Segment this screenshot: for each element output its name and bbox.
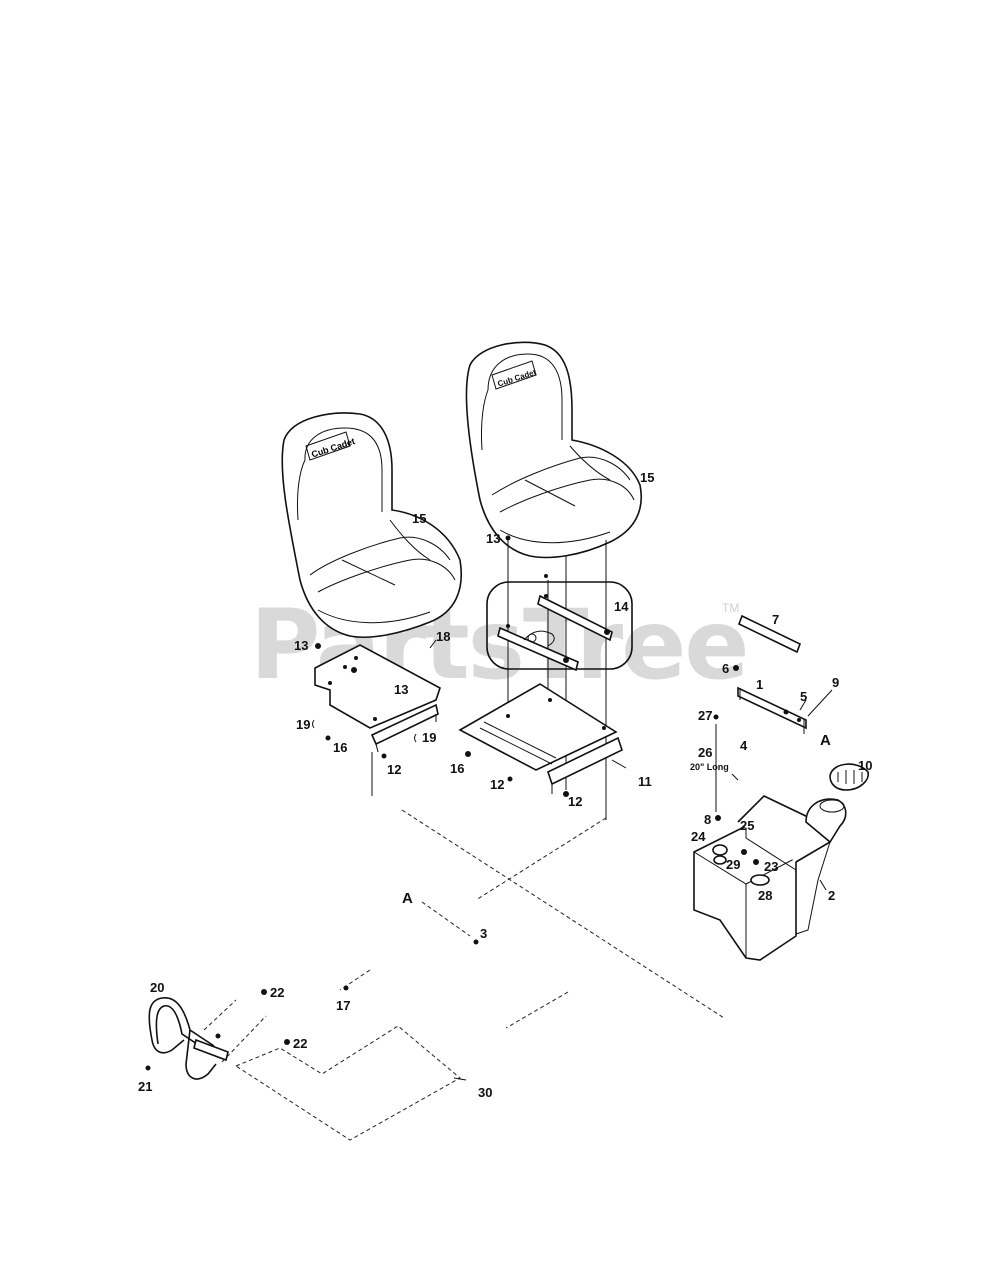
seat-plate-left[interactable]	[314, 644, 441, 729]
bolt-top-center	[544, 574, 548, 578]
callout-13-left: 13	[294, 638, 308, 653]
callout-13-plate: 13	[394, 682, 408, 697]
callout-19-left: 19	[296, 717, 310, 732]
seat-left[interactable]: Cub Cadet	[281, 412, 462, 639]
callout-21: 21	[138, 1079, 152, 1094]
callout-7: 7	[772, 612, 779, 627]
callout-10: 10	[858, 758, 872, 773]
callout-22-top: 22	[270, 985, 284, 1000]
callout-26-note: 20" Long	[690, 762, 729, 772]
clamp-8	[715, 815, 721, 821]
callout-25: 25	[740, 818, 754, 833]
seat-plate-right[interactable]	[458, 683, 618, 771]
clip-19-right	[414, 733, 417, 743]
fuel-tank[interactable]	[693, 795, 847, 961]
callout-12-center: 12	[490, 777, 504, 792]
callout-29: 29	[726, 857, 740, 872]
fuel-tank-strap[interactable]	[737, 614, 802, 654]
seat-slide-rails[interactable]	[497, 594, 613, 672]
bolt-21	[145, 1065, 151, 1071]
bolt-12-right-a	[507, 776, 513, 782]
bolt-22-top	[261, 989, 267, 995]
bolt-13-left	[315, 643, 321, 649]
slide-rail-group-box	[486, 581, 633, 670]
callout-18: 18	[436, 629, 450, 644]
callout-6: 6	[722, 661, 729, 676]
callout-2: 2	[828, 888, 835, 903]
callout-3: 3	[480, 926, 487, 941]
part-4	[731, 773, 739, 781]
callout-24: 24	[691, 829, 706, 844]
floor-panel-30[interactable]	[234, 1025, 461, 1141]
seat-bracket-left[interactable]	[370, 703, 439, 753]
nut-16-right	[465, 751, 471, 757]
callout-12-left: 12	[387, 762, 401, 777]
bolt-3	[473, 939, 479, 945]
clamp-27	[713, 714, 719, 720]
bolt-12-right-b	[563, 791, 569, 797]
tank-bracket[interactable]	[737, 686, 807, 734]
callout-17: 17	[336, 998, 350, 1013]
callout-1: 1	[756, 677, 763, 692]
callout-8: 8	[704, 812, 711, 827]
bolt-13-left-b	[351, 667, 357, 673]
callout-27: 27	[698, 708, 712, 723]
callout-11: 11	[638, 774, 652, 789]
callout-15-left: 15	[412, 511, 426, 526]
clip-19-left	[312, 719, 315, 729]
callout-16-left: 16	[333, 740, 347, 755]
callout-5: 5	[800, 689, 807, 704]
callout-14: 14	[614, 599, 629, 614]
callout-26: 26	[698, 745, 712, 760]
callout-30: 30	[478, 1085, 492, 1100]
seat-right[interactable]: Cub Cadet	[465, 341, 642, 559]
bolt-13-right	[505, 535, 511, 541]
callout-9: 9	[832, 675, 839, 690]
callout-16-right: 16	[450, 761, 464, 776]
callout-12-right: 12	[568, 794, 582, 809]
nut-16-left	[325, 735, 331, 741]
callout-15-right: 15	[640, 470, 654, 485]
callout-4: 4	[740, 738, 748, 753]
watermark-trademark: TM	[722, 601, 739, 615]
callout-13-right: 13	[486, 531, 500, 546]
callout-A-right: A	[820, 732, 831, 749]
callout-28: 28	[758, 888, 772, 903]
callout-A-center: A	[402, 890, 413, 907]
bolt-17	[343, 985, 349, 991]
callout-23: 23	[764, 859, 778, 874]
seat-bracket-right[interactable]	[547, 736, 623, 794]
nut-6	[733, 665, 739, 671]
callout-19-right: 19	[422, 730, 436, 745]
callout-22-bottom: 22	[293, 1036, 307, 1051]
bolt-12-left	[381, 753, 387, 759]
grab-handle[interactable]	[148, 997, 229, 1080]
bolt-22-bottom	[284, 1039, 290, 1045]
callout-20: 20	[150, 980, 164, 995]
fuel-cap[interactable]	[829, 763, 870, 791]
